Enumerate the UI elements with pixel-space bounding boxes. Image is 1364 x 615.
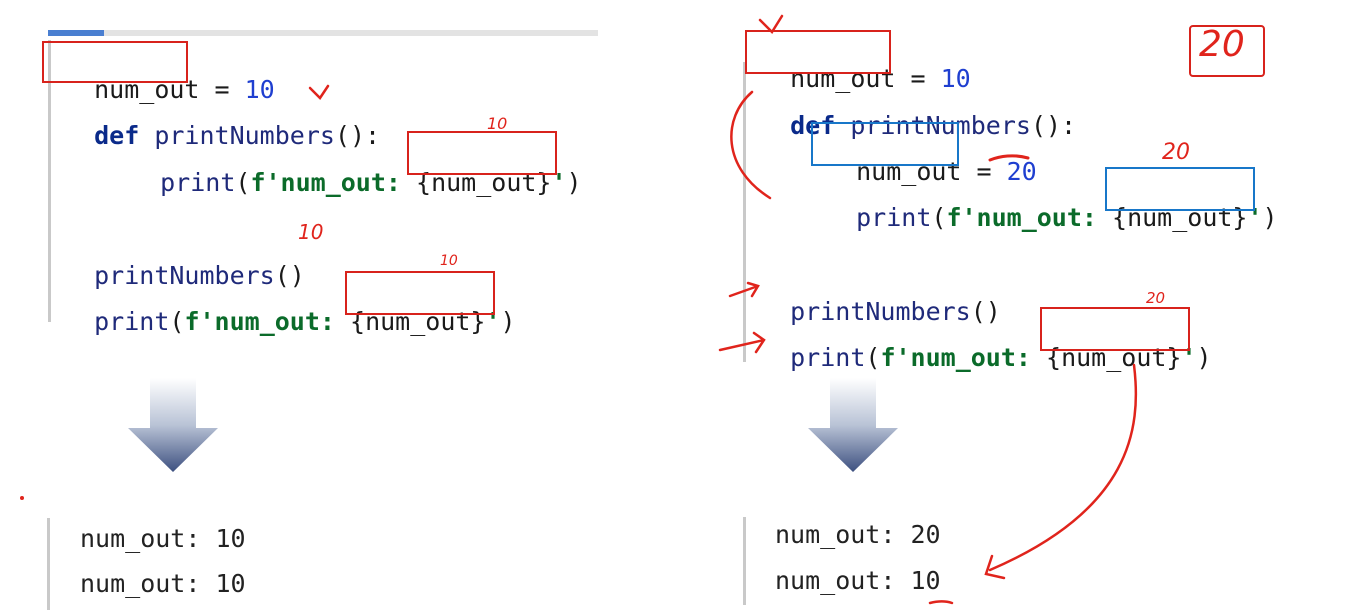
right-annotation-20-a: 20 <box>1162 140 1190 165</box>
left-highlight-field-box-1 <box>407 131 557 175</box>
right-inner-value-20: 20 <box>1006 157 1037 186</box>
right-corner-box <box>1189 25 1265 77</box>
right-call-name: printNumbers <box>790 297 971 326</box>
right-print-call: print <box>856 203 932 232</box>
left-output-gutter <box>47 518 50 610</box>
right-var-num-out: num_out <box>790 64 896 93</box>
right-fstring-field: {num_out} <box>1112 203 1248 232</box>
left-def-keyword: def <box>94 121 140 150</box>
left-print-call: print <box>160 168 236 197</box>
right-output-line-1: num_out: 20 <box>775 520 941 549</box>
left-annotation-10-b: 10 <box>298 220 324 244</box>
left-paren-open-2: ( <box>169 307 185 336</box>
right-fstring-field-2: {num_out} <box>1046 343 1182 372</box>
right-value-10: 10 <box>940 64 971 93</box>
left-call-name: printNumbers <box>94 261 275 290</box>
left-print-call-2: print <box>94 307 170 336</box>
left-code-line-1: num_out = 10 <box>64 45 275 105</box>
right-paren-open: ( <box>931 203 947 232</box>
left-code-line-2: def printNumbers(): <box>64 91 380 151</box>
right-highlight-field-box-2 <box>1040 307 1190 351</box>
right-paren-close-2: ) <box>1196 343 1212 372</box>
left-call-parens: () <box>274 261 305 290</box>
left-paren-close: ) <box>566 168 582 197</box>
left-func-name: printNumbers <box>139 121 335 150</box>
right-print-call-2: print <box>790 343 866 372</box>
right-paren-open-2: ( <box>865 343 881 372</box>
right-annotation-20-b: 20 <box>1146 289 1166 307</box>
right-assign-op: = <box>895 64 941 93</box>
left-highlight-var-box <box>42 41 188 83</box>
right-code-gutter <box>743 62 746 362</box>
right-fstring-prefix-2: f'num_out: <box>880 343 1047 372</box>
left-assign-op: = <box>199 75 245 104</box>
editor-tab-active <box>48 30 104 36</box>
right-output-line-2: num_out: 10 <box>775 566 941 595</box>
left-fstring-close: ' <box>551 168 567 197</box>
left-output-line-2: num_out: 10 <box>80 569 246 598</box>
left-code-line-4: printNumbers() <box>64 231 305 291</box>
right-inner-assign: = <box>961 157 1007 186</box>
right-code-line-1: num_out = 10 <box>760 34 971 94</box>
right-call-parens: () <box>970 297 1001 326</box>
right-code-line-6: print(f'num_out: {num_out}') <box>760 313 1212 373</box>
left-annotation-10-a: 10 <box>487 114 508 133</box>
left-code-gutter <box>48 40 51 322</box>
left-fstring-field: {num_out} <box>416 168 552 197</box>
left-paren-open: ( <box>235 168 251 197</box>
right-highlight-var-box <box>745 30 891 74</box>
left-value-10: 10 <box>244 75 275 104</box>
right-func-name: printNumbers <box>835 111 1031 140</box>
right-highlight-inner-var-box <box>811 122 959 166</box>
left-annotation-10-c: 10 <box>440 253 458 269</box>
right-code-line-4: print(f'num_out: {num_out}') <box>826 173 1278 233</box>
left-fstring-prefix-2: f'num_out: <box>184 307 351 336</box>
right-code-line-2: def printNumbers(): <box>760 81 1076 141</box>
left-paren-close-2: ) <box>500 307 516 336</box>
right-paren-close: ) <box>1262 203 1278 232</box>
editor-tab-strip <box>48 30 598 36</box>
left-code-line-3: print(f'num_out: {num_out}') <box>130 138 582 198</box>
left-func-parens: (): <box>334 121 381 150</box>
right-code-line-3: num_out = 20 <box>826 127 1037 187</box>
right-annotation-corner-20: 20 <box>1199 24 1245 65</box>
left-var-num-out: num_out <box>94 75 200 104</box>
left-highlight-field-box-2 <box>345 271 495 315</box>
left-fstring-field-2: {num_out} <box>350 307 486 336</box>
right-code-line-5: printNumbers() <box>760 267 1001 327</box>
right-fstring-prefix: f'num_out: <box>946 203 1113 232</box>
left-code-line-5: print(f'num_out: {num_out}') <box>64 277 516 337</box>
left-output-line-1: num_out: 10 <box>80 524 246 553</box>
right-highlight-field-box <box>1105 167 1255 211</box>
right-output-gutter <box>743 517 746 605</box>
right-func-parens: (): <box>1030 111 1077 140</box>
left-fstring-prefix: f'num_out: <box>250 168 417 197</box>
right-inner-var: num_out <box>856 157 962 186</box>
